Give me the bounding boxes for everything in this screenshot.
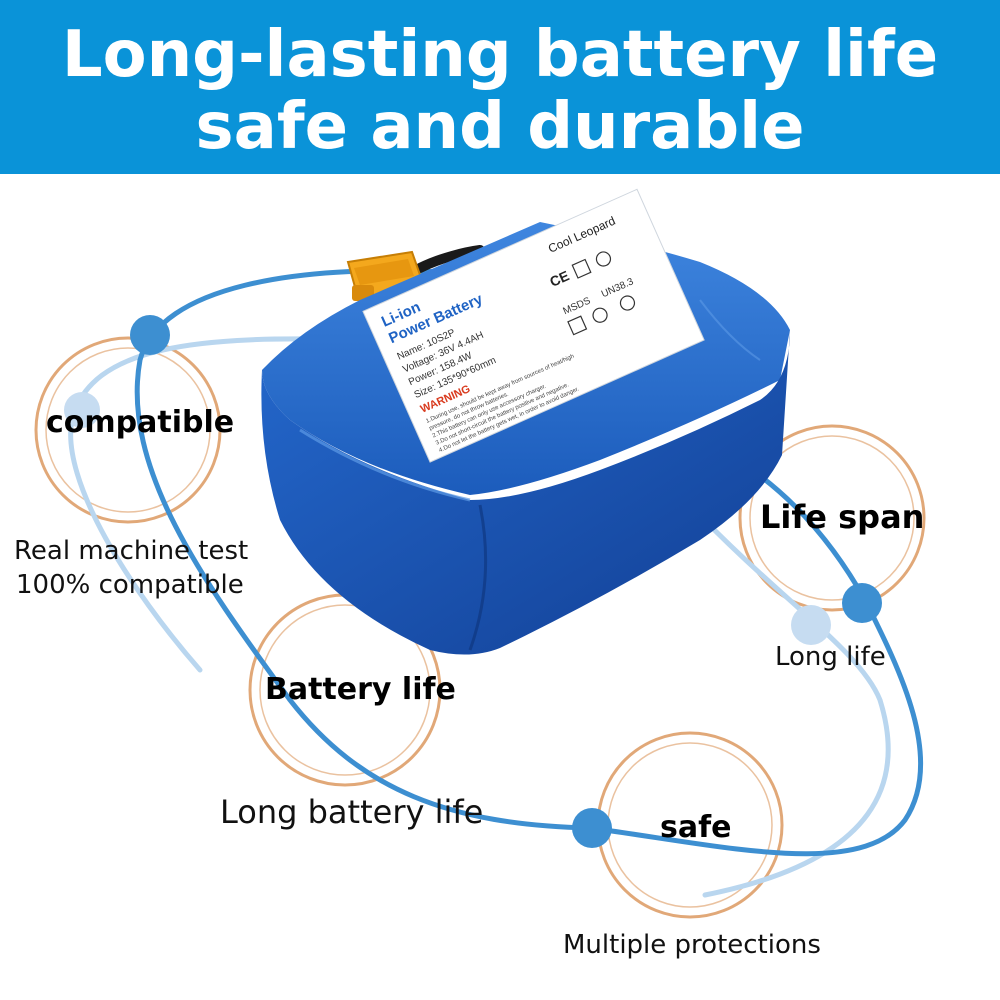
headline-line-2: safe and durable — [195, 90, 805, 164]
ring-life-span — [738, 424, 926, 612]
feature-desc-compatible-line-1: Real machine test — [14, 536, 249, 566]
feature-title-safe: safe — [660, 810, 732, 845]
ccc-icon — [619, 295, 636, 311]
dot-compatible-dark — [130, 315, 170, 355]
label-cert-ce: CE — [547, 267, 571, 290]
dot-compatible-light — [64, 392, 100, 428]
feature-title-life-span: Life span — [760, 498, 925, 536]
cert-circle-icon — [592, 307, 608, 323]
title-banner — [0, 0, 1000, 174]
feature-desc-life-span: Long life — [775, 642, 886, 672]
feature-title-battery-life: Battery life — [265, 672, 456, 707]
dot-life-span-light — [791, 605, 831, 645]
feature-title-compatible: compatible — [46, 405, 235, 440]
recycle-icon — [571, 258, 592, 279]
feature-desc-compatible-line-2: 100% compatible — [16, 570, 244, 600]
bin-icon — [567, 315, 588, 336]
dot-life-span-dark — [842, 583, 882, 623]
ring-compatible — [34, 336, 222, 524]
headline-line-1: Long-lasting battery life — [61, 18, 939, 92]
dark-curves — [134, 268, 924, 857]
battery-label — [362, 188, 705, 463]
dot-safe-dark — [572, 808, 612, 848]
feature-desc-battery-life: Long battery life — [220, 793, 484, 831]
battery-pack-illustration: Li-ion Power Battery Cool Leopard Name: … — [261, 188, 790, 655]
no-fire-icon — [595, 251, 612, 267]
feature-desc-safe: Multiple protections — [563, 930, 821, 960]
